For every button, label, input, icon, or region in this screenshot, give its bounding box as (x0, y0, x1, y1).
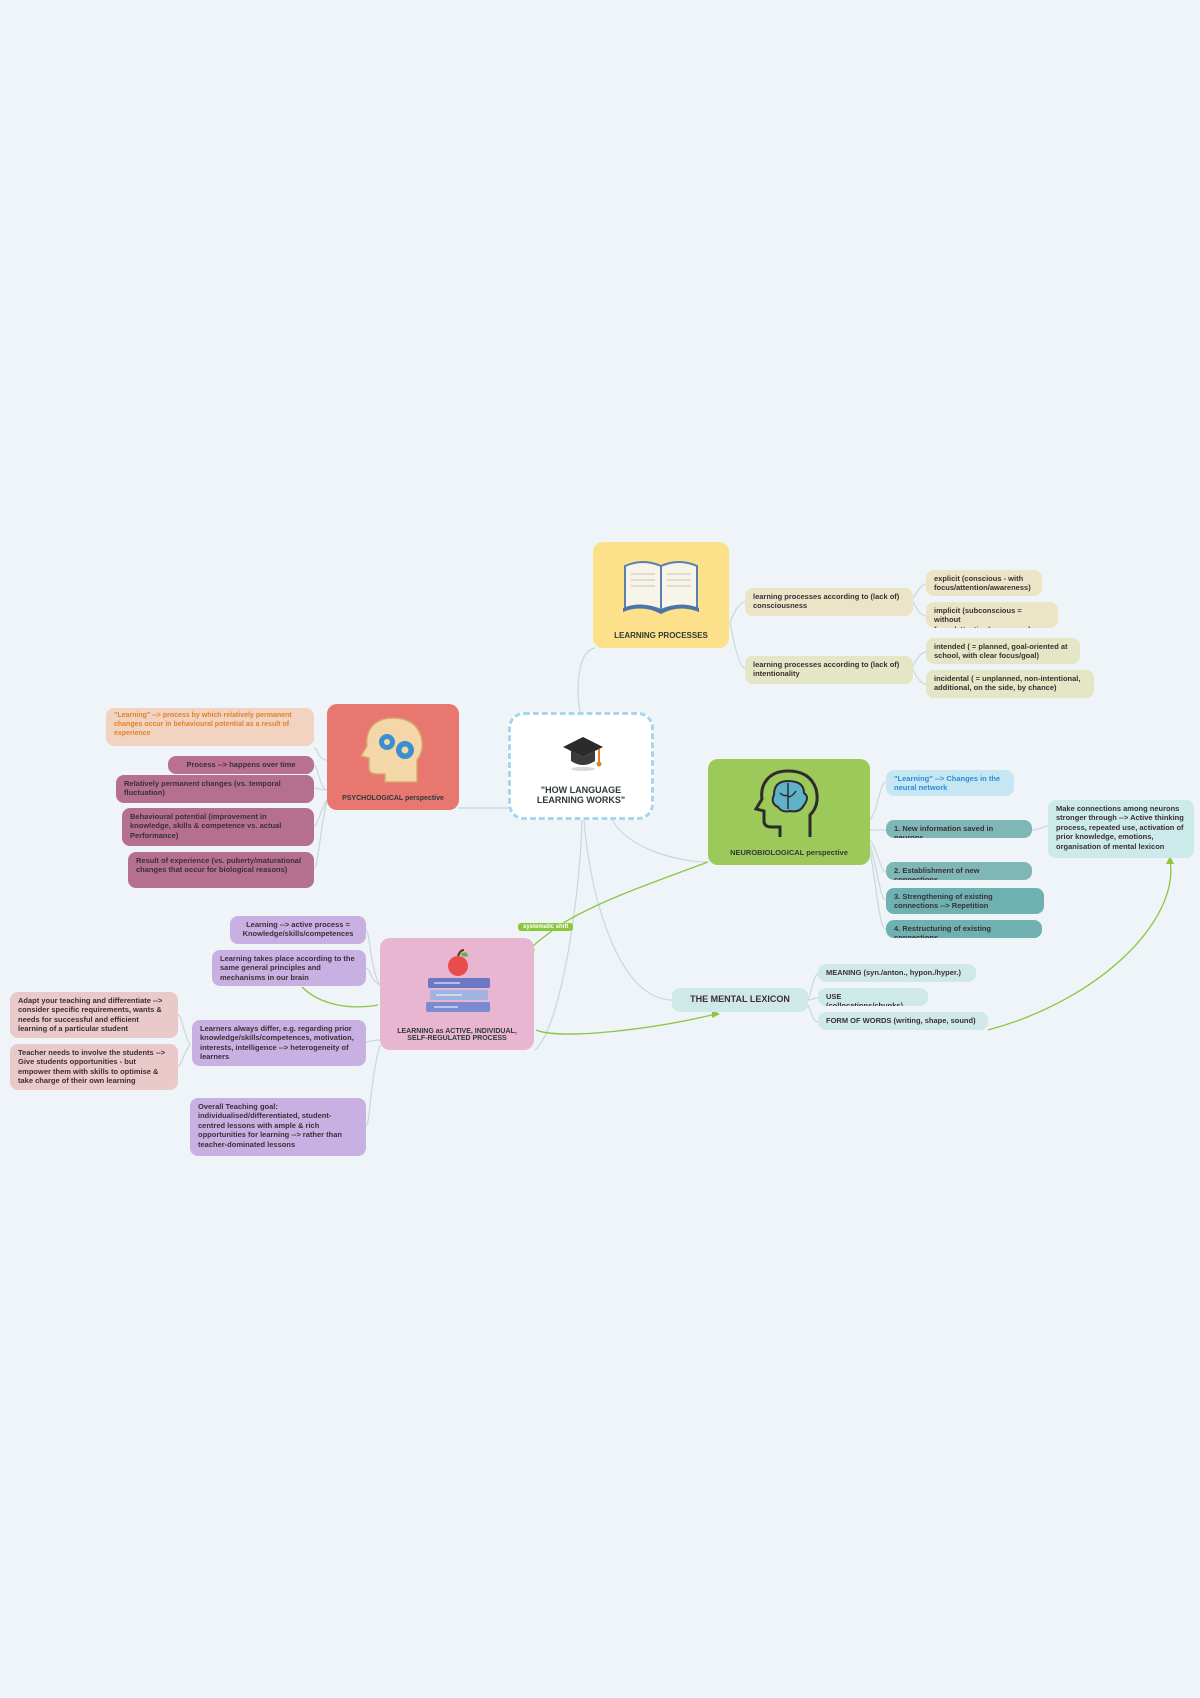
arrow-head-neuro-note (1166, 856, 1174, 864)
connector-lp-leaf-3 (911, 651, 927, 669)
central-topic[interactable]: "HOW LANGUAGE LEARNING WORKS" (508, 712, 654, 820)
neuro-step-4[interactable]: 4. Restructuring of existing connections (886, 920, 1042, 938)
lexicon-form[interactable]: FORM OF WORDS (writing, shape, sound) (818, 1012, 988, 1030)
connector-psy-3 (313, 799, 328, 827)
la-item-teaching-goal[interactable]: Overall Teaching goal: individualised/di… (190, 1098, 366, 1156)
learning-active-topic[interactable]: LEARNING as ACTIVE, INDIVIDUAL, SELF-REG… (380, 938, 534, 1050)
neuro-step-1[interactable]: 1. New information saved in neurons (886, 820, 1032, 838)
neurobiological-topic[interactable]: NEUROBIOLOGICAL perspective (708, 759, 870, 865)
connector-lp-leaf-4 (911, 667, 927, 685)
neuro-step-2[interactable]: 2. Establishment of new connections (886, 862, 1032, 880)
lexicon-meaning[interactable]: MEANING (syn./anton., hypon./hyper.) (818, 964, 976, 982)
connector-la-3 (365, 1039, 381, 1043)
connector-neuro-def (869, 781, 887, 821)
la-item-learners-differ[interactable]: Learners always differ, e.g. regarding p… (192, 1020, 366, 1066)
connector-lp-branch-2 (729, 621, 746, 669)
neuro-definition[interactable]: "Learning" --> Changes in the neural net… (886, 770, 1014, 796)
connector-la-4 (365, 1044, 381, 1127)
connector-la-1 (365, 929, 381, 986)
connector-lp-leaf-1 (911, 583, 927, 601)
connector-lp-branch-1 (729, 601, 746, 623)
connector-la-sub-2 (177, 1044, 191, 1067)
lp-leaf-intended[interactable]: intended ( = planned, goal-oriented at s… (926, 638, 1080, 664)
graduation-cap-icon (563, 737, 603, 771)
la-item-principles[interactable]: Learning takes place according to the sa… (212, 950, 366, 986)
connector-central-lexicon (583, 819, 673, 1001)
psy-item-permanent[interactable]: Relatively permanent changes (vs. tempor… (116, 775, 314, 803)
connector-lp-leaf-2 (911, 599, 927, 617)
learning-processes-topic[interactable]: LEARNING PROCESSES (593, 542, 729, 648)
lp-leaf-incidental[interactable]: incidental ( = unplanned, non-intentiona… (926, 670, 1094, 698)
lp-leaf-implicit[interactable]: implicit (subconscious = without focus/a… (926, 602, 1058, 628)
connector-lex-1 (807, 973, 819, 1001)
head-brain-icon (754, 769, 819, 837)
connector-lex-2 (807, 997, 819, 1001)
learning-active-title: LEARNING as ACTIVE, INDIVIDUAL, SELF-REG… (397, 1028, 517, 1042)
la-item-active[interactable]: Learning --> active process = Knowledge/… (230, 916, 366, 944)
learning-processes-title: LEARNING PROCESSES (614, 631, 708, 640)
lp-branch-intentionality[interactable]: learning processes according to (lack of… (745, 656, 913, 684)
relationship-la-item (301, 986, 379, 1008)
connector-psy-4 (313, 799, 328, 869)
connector-psy-1 (313, 764, 328, 791)
la-sub-involve[interactable]: Teacher needs to involve the students --… (10, 1044, 178, 1090)
connector-psy-2 (313, 787, 328, 791)
head-gears-icon (359, 717, 424, 783)
psy-item-process[interactable]: Process --> happens over time (168, 756, 314, 774)
lp-branch-consciousness[interactable]: learning processes according to (lack of… (745, 588, 913, 616)
psy-definition[interactable]: "Learning" --> process by which relative… (106, 708, 314, 746)
connector-la-2 (365, 967, 381, 986)
connector-central-learning-active (534, 819, 583, 1051)
relationship-learning-active-lexicon (535, 1013, 717, 1035)
neuro-note[interactable]: Make connections among neurons stronger … (1048, 800, 1194, 858)
relationship-label[interactable]: systematic shift (518, 923, 574, 931)
connector-central-neuro (611, 819, 709, 863)
la-sub-adapt[interactable]: Adapt your teaching and differentiate --… (10, 992, 178, 1038)
connector-neuro-2 (869, 839, 887, 873)
relationship-neuro-learning-active (531, 861, 709, 951)
mental-lexicon-topic[interactable]: THE MENTAL LEXICON (672, 988, 808, 1012)
psy-item-behavioural[interactable]: Behavioural potential (improvement in kn… (122, 808, 314, 846)
central-title: "HOW LANGUAGE LEARNING WORKS" (536, 785, 626, 805)
connector-psy-def (313, 747, 328, 761)
books-apple-icon (426, 949, 490, 1012)
connector-lex-3 (807, 1004, 819, 1023)
connector-neuro-note (1031, 825, 1049, 831)
connector-central-learning-processes (577, 647, 596, 713)
arrow-head-lexicon (712, 1010, 720, 1018)
lexicon-use[interactable]: USE (collocations/chunks) (818, 988, 928, 1006)
lp-leaf-explicit[interactable]: explicit (conscious - with focus/attenti… (926, 570, 1042, 596)
open-book-icon (623, 561, 699, 614)
connector-la-sub-1 (177, 1014, 191, 1046)
connector-neuro-3 (869, 844, 887, 901)
psy-item-experience[interactable]: Result of experience (vs. puberty/matura… (128, 852, 314, 888)
neuro-step-3[interactable]: 3. Strengthening of existing connections… (886, 888, 1044, 914)
relationship-lexicon-neuro-note (987, 859, 1172, 1031)
connector-neuro-4 (869, 849, 887, 930)
psychological-topic[interactable]: PSYCHOLOGICAL perspective (327, 704, 459, 810)
neurobiological-title: NEUROBIOLOGICAL perspective (730, 848, 848, 857)
psychological-title: PSYCHOLOGICAL perspective (342, 795, 444, 802)
